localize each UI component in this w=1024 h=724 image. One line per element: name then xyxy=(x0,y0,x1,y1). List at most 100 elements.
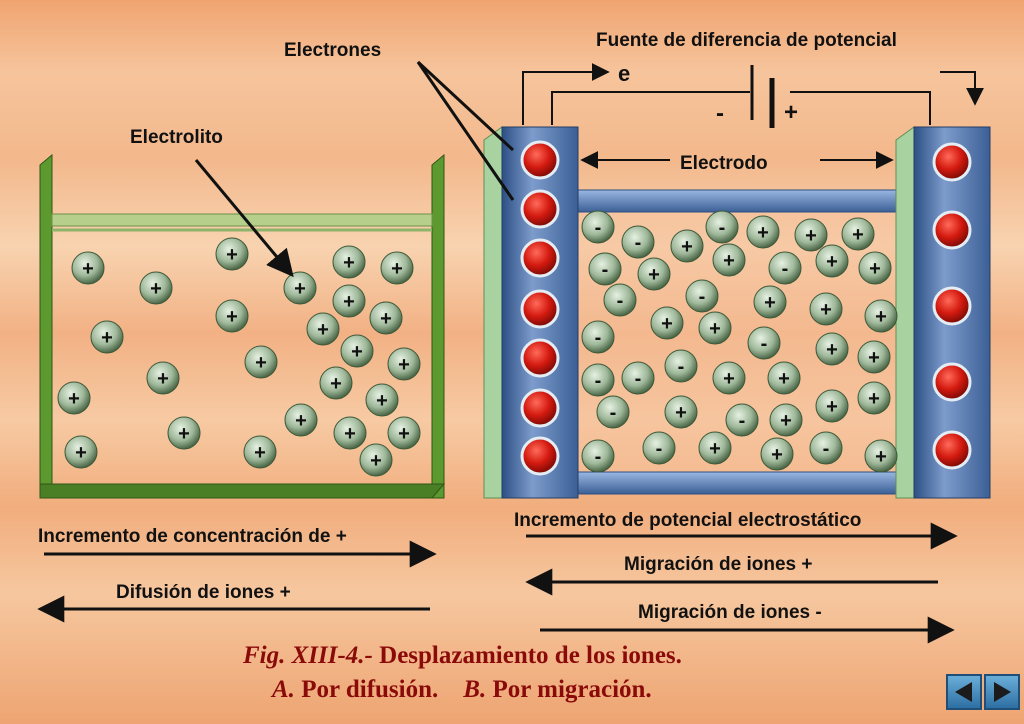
svg-text:-: - xyxy=(595,446,602,468)
svg-text:+: + xyxy=(344,423,356,445)
cation-ion: + xyxy=(365,383,399,417)
anion-ion: - xyxy=(642,431,676,465)
cation-ion: + xyxy=(139,271,173,305)
cation-ion: + xyxy=(387,347,421,381)
cation-ion: + xyxy=(369,301,403,335)
cation-ion: + xyxy=(359,443,393,477)
svg-text:+: + xyxy=(681,236,693,258)
electron-dot xyxy=(932,142,972,182)
svg-text:+: + xyxy=(351,341,363,363)
cation-ion: + xyxy=(858,251,892,285)
svg-text:-: - xyxy=(595,217,602,239)
cation-ion: + xyxy=(864,439,898,473)
electron-dot xyxy=(520,436,560,476)
anion-ion: - xyxy=(581,210,615,244)
cation-ion: + xyxy=(864,299,898,333)
cation-ion: + xyxy=(841,217,875,251)
cation-ion: + xyxy=(319,366,353,400)
svg-text:-: - xyxy=(602,259,609,281)
previous-slide-button[interactable] xyxy=(946,674,982,710)
cation-ion: + xyxy=(767,361,801,395)
svg-text:+: + xyxy=(391,258,403,280)
anion-ion: - xyxy=(621,361,655,395)
svg-text:+: + xyxy=(771,444,783,466)
cation-ion: + xyxy=(215,299,249,333)
svg-text:+: + xyxy=(852,224,864,246)
left-electrode-electrons xyxy=(520,140,560,476)
cation-ion: + xyxy=(90,320,124,354)
anion-migration-label: Migración de iones - xyxy=(638,602,822,623)
svg-text:-: - xyxy=(761,333,768,355)
svg-text:+: + xyxy=(661,313,673,335)
electrode-label: Electrodo xyxy=(680,153,768,174)
svg-text:-: - xyxy=(782,258,789,280)
electron-dot xyxy=(932,286,972,326)
concentration-label: Incremento de concentración de + xyxy=(38,526,347,547)
electron-symbol: e xyxy=(618,61,631,86)
cation-ion: + xyxy=(664,395,698,429)
svg-text:+: + xyxy=(82,258,94,280)
electron-dot xyxy=(520,189,560,229)
migration-ions: --+-+++-++-++--+++++--++---++++-+-+-++--… xyxy=(581,210,898,473)
part-b-letter: B. xyxy=(463,676,487,703)
electron-dot xyxy=(932,210,972,250)
svg-text:+: + xyxy=(68,388,80,410)
cation-ion: + xyxy=(332,245,366,279)
svg-text:+: + xyxy=(826,339,838,361)
cation-ion: + xyxy=(243,435,277,469)
cation-ion: + xyxy=(306,312,340,346)
cation-migration-label: Migración de iones + xyxy=(624,554,813,575)
figure-caption-line-2: A. Por difusión. B. Por migración. xyxy=(272,676,652,704)
cation-ion: + xyxy=(650,306,684,340)
svg-text:-: - xyxy=(595,370,602,392)
svg-text:+: + xyxy=(317,319,329,341)
cation-ion: + xyxy=(387,416,421,450)
electron-dot xyxy=(520,289,560,329)
cation-ion: + xyxy=(760,437,794,471)
anion-ion: - xyxy=(603,283,637,317)
svg-text:+: + xyxy=(757,222,769,244)
cation-ion: + xyxy=(809,292,843,326)
svg-text:+: + xyxy=(75,442,87,464)
negative-terminal-sign: - xyxy=(716,100,724,127)
next-slide-button[interactable] xyxy=(984,674,1020,710)
svg-text:-: - xyxy=(635,368,642,390)
anion-ion: - xyxy=(581,363,615,397)
svg-text:+: + xyxy=(294,278,306,300)
triangle-left-icon xyxy=(955,682,972,702)
cation-ion: + xyxy=(283,271,317,305)
cation-ion: + xyxy=(815,389,849,423)
svg-text:+: + xyxy=(826,396,838,418)
svg-text:+: + xyxy=(150,278,162,300)
cation-ion: + xyxy=(340,334,374,368)
svg-text:+: + xyxy=(226,244,238,266)
svg-text:+: + xyxy=(295,410,307,432)
cation-ion: + xyxy=(146,361,180,395)
figure-number: Fig. XIII-4.- xyxy=(243,642,373,669)
diffusion-cations: +++++++++++++++++++++++++ xyxy=(57,237,421,477)
anion-ion: - xyxy=(809,431,843,465)
svg-text:-: - xyxy=(699,286,706,308)
anion-ion: - xyxy=(747,326,781,360)
electrones-pointer-1 xyxy=(416,60,515,152)
triangle-right-icon xyxy=(994,682,1011,702)
cation-ion: + xyxy=(753,285,787,319)
svg-text:+: + xyxy=(820,299,832,321)
cation-ion: + xyxy=(769,403,803,437)
svg-text:-: - xyxy=(635,232,642,254)
svg-text:+: + xyxy=(869,258,881,280)
svg-text:+: + xyxy=(343,291,355,313)
electron-dot xyxy=(520,388,560,428)
svg-text:-: - xyxy=(719,217,726,239)
anion-ion: - xyxy=(725,403,759,437)
svg-text:+: + xyxy=(226,306,238,328)
anion-ion: - xyxy=(705,210,739,244)
svg-text:+: + xyxy=(868,347,880,369)
svg-text:+: + xyxy=(157,368,169,390)
svg-text:+: + xyxy=(376,390,388,412)
svg-text:+: + xyxy=(178,423,190,445)
cation-ion: + xyxy=(712,361,746,395)
cation-ion: + xyxy=(815,244,849,278)
svg-text:+: + xyxy=(764,292,776,314)
anion-ion: - xyxy=(581,320,615,354)
